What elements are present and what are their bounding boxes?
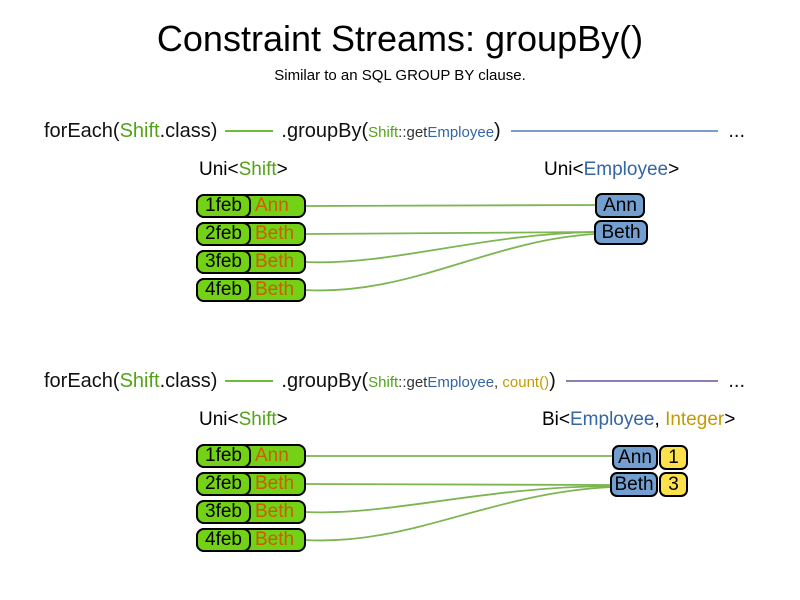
label-suffix: >	[668, 159, 680, 180]
count-box: 1	[659, 445, 688, 470]
label-type: Shift	[238, 409, 277, 430]
foreach-prefix: forEach(	[44, 369, 120, 392]
stream-line-blue-1	[510, 130, 719, 132]
connector-d1-row2-beth	[304, 231, 596, 235]
groupby-arg-accessor: ::get	[398, 373, 428, 391]
shift-row: 2feb Beth	[196, 222, 306, 246]
groupby-arg-class: Shift	[368, 373, 399, 391]
count-box: 3	[659, 472, 688, 497]
shift-date-cell: 2feb	[196, 222, 251, 246]
employee-group-box: Beth	[610, 472, 658, 497]
groupby-prefix: .groupBy(	[281, 119, 369, 142]
foreach-call-1: forEach(Shift.class)	[44, 120, 217, 143]
label-suffix: >	[724, 409, 736, 430]
label-suffix: >	[276, 159, 288, 180]
shift-employee-cell: Beth	[255, 279, 295, 300]
shift-row: 3feb Beth	[196, 500, 306, 524]
foreach-suffix: .class)	[159, 369, 218, 392]
ellipsis-2: ...	[728, 369, 745, 392]
bi-employee-integer-label: Bi<Employee, Integer>	[542, 409, 735, 431]
shift-date-cell: 3feb	[196, 500, 251, 524]
shift-row: 3feb Beth	[196, 250, 306, 274]
page-title: Constraint Streams: groupBy()	[156, 18, 644, 59]
groupby-call-2: .groupBy(Shift::getEmployee, count())	[281, 370, 555, 393]
shift-employee-cell: Ann	[255, 445, 289, 466]
employee-group-box: Ann	[595, 193, 645, 218]
groupby-arg-type: Employee	[427, 373, 495, 391]
code-line-1: forEach(Shift.class) .groupBy(Shift::get…	[44, 116, 745, 146]
groupby-prefix: .groupBy(	[281, 369, 369, 392]
label-type-employee: Employee	[570, 409, 655, 430]
foreach-class-arg: Shift	[119, 119, 160, 142]
connector-d1-row1-ann	[304, 204, 597, 207]
connector-d1-row3-beth	[304, 231, 596, 264]
connector-d2-row2-beth	[304, 483, 612, 486]
stream-line-purple-2	[565, 380, 719, 382]
stream-line-green-1	[225, 130, 274, 132]
label-suffix: >	[276, 409, 288, 430]
shift-date-cell: 2feb	[196, 472, 251, 496]
foreach-prefix: forEach(	[44, 119, 120, 142]
employee-group-box: Ann	[612, 445, 658, 470]
ellipsis-1: ...	[728, 119, 745, 142]
groupby-arg-collector: count()	[502, 373, 550, 391]
shift-date-cell: 3feb	[196, 250, 251, 274]
stream-line-green-2	[225, 380, 274, 382]
code-line-2: forEach(Shift.class) .groupBy(Shift::get…	[44, 366, 745, 396]
shift-row: 1feb Ann	[196, 444, 306, 468]
shift-row: 2feb Beth	[196, 472, 306, 496]
label-prefix: Uni<	[544, 159, 584, 180]
label-prefix: Uni<	[199, 159, 239, 180]
groupby-suffix: )	[549, 369, 556, 392]
shift-row: 1feb Ann	[196, 194, 306, 218]
groupby-arg-class: Shift	[368, 123, 399, 141]
shift-employee-cell: Beth	[255, 223, 295, 244]
shift-row: 4feb Beth	[196, 528, 306, 552]
shift-row: 4feb Beth	[196, 278, 306, 302]
groupby-arg-type: Employee	[427, 123, 495, 141]
shift-table-2: 1feb Ann 2feb Beth 3feb Beth 4feb Beth	[196, 444, 306, 556]
shift-date-cell: 4feb	[196, 528, 251, 552]
label-prefix: Uni<	[199, 409, 239, 430]
page-subtitle: Similar to an SQL GROUP BY clause.	[274, 67, 526, 84]
connector-d2-row4-beth	[304, 486, 612, 542]
label-type: Shift	[238, 159, 277, 180]
connector-d1-row4-beth	[304, 233, 596, 292]
shift-date-cell: 1feb	[196, 444, 251, 468]
shift-employee-cell: Beth	[255, 251, 295, 272]
label-separator: ,	[654, 409, 666, 430]
foreach-call-2: forEach(Shift.class)	[44, 370, 217, 393]
shift-employee-cell: Beth	[255, 473, 295, 494]
groupby-call-1: .groupBy(Shift::getEmployee)	[281, 120, 500, 143]
connector-d2-row3-beth	[304, 485, 612, 514]
label-type-integer: Integer	[665, 409, 725, 430]
groupby-suffix: )	[494, 119, 501, 142]
shift-date-cell: 1feb	[196, 194, 251, 218]
groupby-arg-separator: ,	[494, 373, 503, 391]
shift-employee-cell: Ann	[255, 195, 289, 216]
shift-date-cell: 4feb	[196, 278, 251, 302]
groupby-arg-accessor: ::get	[398, 123, 428, 141]
shift-table-1: 1feb Ann 2feb Beth 3feb Beth 4feb Beth	[196, 194, 306, 306]
uni-shift-label-2: Uni<Shift>	[199, 409, 288, 431]
foreach-class-arg: Shift	[119, 369, 160, 392]
shift-employee-cell: Beth	[255, 529, 295, 550]
employee-group-box: Beth	[594, 220, 648, 245]
uni-shift-label-1: Uni<Shift>	[199, 159, 288, 181]
foreach-suffix: .class)	[159, 119, 218, 142]
uni-employee-label: Uni<Employee>	[544, 159, 679, 181]
label-type: Employee	[583, 159, 669, 180]
label-prefix: Bi<	[542, 409, 570, 430]
shift-employee-cell: Beth	[255, 501, 295, 522]
